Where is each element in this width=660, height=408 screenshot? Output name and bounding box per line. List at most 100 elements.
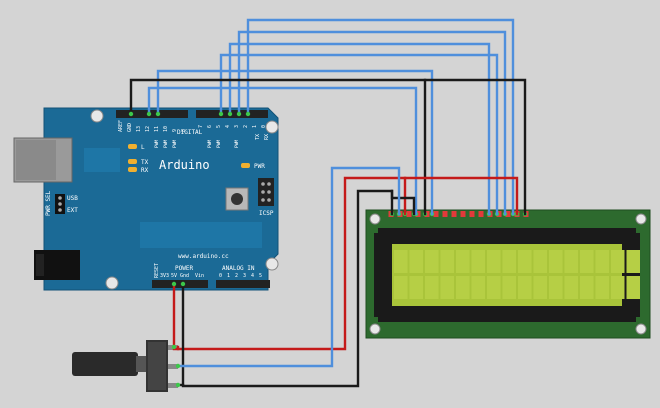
lcd-pin — [478, 211, 484, 217]
pin-label-12: 12 — [145, 126, 151, 132]
pin-label-0: 0 — [261, 125, 267, 128]
power-pin-5v: 5V — [171, 273, 177, 279]
pin-label-7: 7 — [198, 125, 204, 128]
pwr-sel-label: PWR SEL — [45, 190, 52, 216]
pot-shaft — [72, 352, 138, 376]
pin-label-8: 8 — [181, 129, 187, 132]
power-label: POWER — [175, 265, 193, 272]
mounting-hole — [105, 276, 119, 290]
mounting-hole — [265, 120, 279, 134]
lcd-pin — [469, 211, 475, 217]
lcd-mounting-hole — [635, 213, 647, 225]
pin-label-1: 1 — [252, 125, 258, 128]
lcd-char-cell — [502, 276, 516, 299]
analog-pin-5: 5 — [259, 273, 262, 279]
power-pin-gnd: Gnd — [180, 273, 189, 279]
led-rx-label: RX — [141, 167, 149, 174]
website-label: www.arduino.cc — [178, 253, 229, 260]
header-analog — [216, 280, 270, 288]
header-pin-dots — [128, 111, 251, 388]
lcd-mounting-hole — [369, 323, 381, 335]
lcd-mounting-hole — [369, 213, 381, 225]
pin-label-11: 11 — [154, 126, 160, 132]
wire-blue-d2 — [246, 18, 515, 216]
pwm-label: PWM — [234, 140, 240, 148]
header-digital-high — [116, 110, 188, 118]
arduino-board: PWR SEL USB EXT AREF GND 13 12 11 10 9 8… — [13, 107, 279, 291]
analog-pin-4: 4 — [251, 273, 254, 279]
pin-label-9: 9 — [172, 129, 178, 132]
lcd-char-cell — [549, 276, 563, 299]
icsp-label: ICSP — [259, 210, 274, 217]
analog-pin-0: 0 — [219, 273, 222, 279]
lcd-pin — [442, 211, 448, 217]
lcd-char-cell — [425, 250, 439, 273]
pin-label-gnd: GND — [127, 123, 133, 132]
wire-black-rw — [390, 189, 416, 216]
lcd-pin — [460, 211, 466, 217]
lcd-char-cell — [471, 250, 485, 273]
lcd-char-cell — [518, 276, 532, 299]
crystal-area — [84, 148, 120, 172]
analog-pin-3: 3 — [243, 273, 246, 279]
digital-label: DIGITAL — [177, 129, 203, 136]
wire-blue-d12 — [147, 86, 418, 216]
led-l-label: L — [141, 144, 145, 151]
lcd-char-cell — [409, 276, 423, 299]
lcd-char-cell — [518, 250, 532, 273]
lcd-module — [365, 209, 651, 339]
pwm-label: PWM — [163, 140, 169, 148]
pin-label-5: 5 — [216, 125, 222, 128]
usb-label: USB — [67, 195, 78, 202]
mounting-hole — [90, 109, 104, 123]
lcd-char-cell — [440, 250, 454, 273]
pin-label-13: 13 — [136, 126, 142, 132]
wire-blue-contrast — [176, 166, 401, 368]
lcd-char-cell — [580, 250, 594, 273]
header-power — [152, 280, 208, 288]
analog-label: ANALOG IN — [222, 265, 255, 272]
pin-label-6: 6 — [207, 125, 213, 128]
chip-area — [140, 222, 262, 248]
pot-terminal — [168, 364, 178, 369]
potentiometer — [72, 340, 178, 392]
lcd-char-cell — [549, 250, 563, 273]
led-rx — [128, 167, 137, 172]
lcd-char-cell — [533, 276, 547, 299]
lcd-char-cell — [409, 250, 423, 273]
tx-pin-label: TX — [255, 134, 261, 140]
lcd-char-cell — [626, 276, 640, 299]
lcd-char-cell — [626, 250, 640, 273]
mounting-hole — [265, 257, 279, 271]
pin-label-3: 3 — [234, 125, 240, 128]
lcd-char-cell — [456, 276, 470, 299]
lcd-char-grid — [394, 250, 640, 299]
led-l — [128, 144, 137, 149]
lcd-char-cell — [611, 276, 625, 299]
pwm-label: PWM — [216, 140, 222, 148]
rx-pin-label: RX — [264, 134, 270, 140]
wire-blue-d5 — [219, 53, 499, 216]
lcd-char-cell — [564, 276, 578, 299]
lcd-char-cell — [456, 250, 470, 273]
pwr-label: PWR — [254, 163, 265, 170]
reset-label: RESET — [154, 263, 160, 278]
lcd-char-cell — [471, 276, 485, 299]
pwm-label: PWM — [172, 140, 178, 148]
wires — [129, 18, 527, 388]
lcd-char-cell — [394, 250, 408, 273]
analog-pin-2: 2 — [235, 273, 238, 279]
lcd-char-cell — [425, 276, 439, 299]
wire-blue-d3 — [237, 30, 507, 216]
lcd-char-cell — [487, 276, 501, 299]
lcd-pin — [433, 211, 439, 217]
lcd-pin — [451, 211, 457, 217]
icsp-header — [258, 178, 274, 206]
lcd-char-cell — [580, 276, 594, 299]
lcd-char-cell — [487, 250, 501, 273]
lcd-char-cell — [595, 276, 609, 299]
pwm-label: PWM — [154, 140, 160, 148]
lcd-char-cell — [611, 250, 625, 273]
lcd-mounting-hole — [635, 323, 647, 335]
